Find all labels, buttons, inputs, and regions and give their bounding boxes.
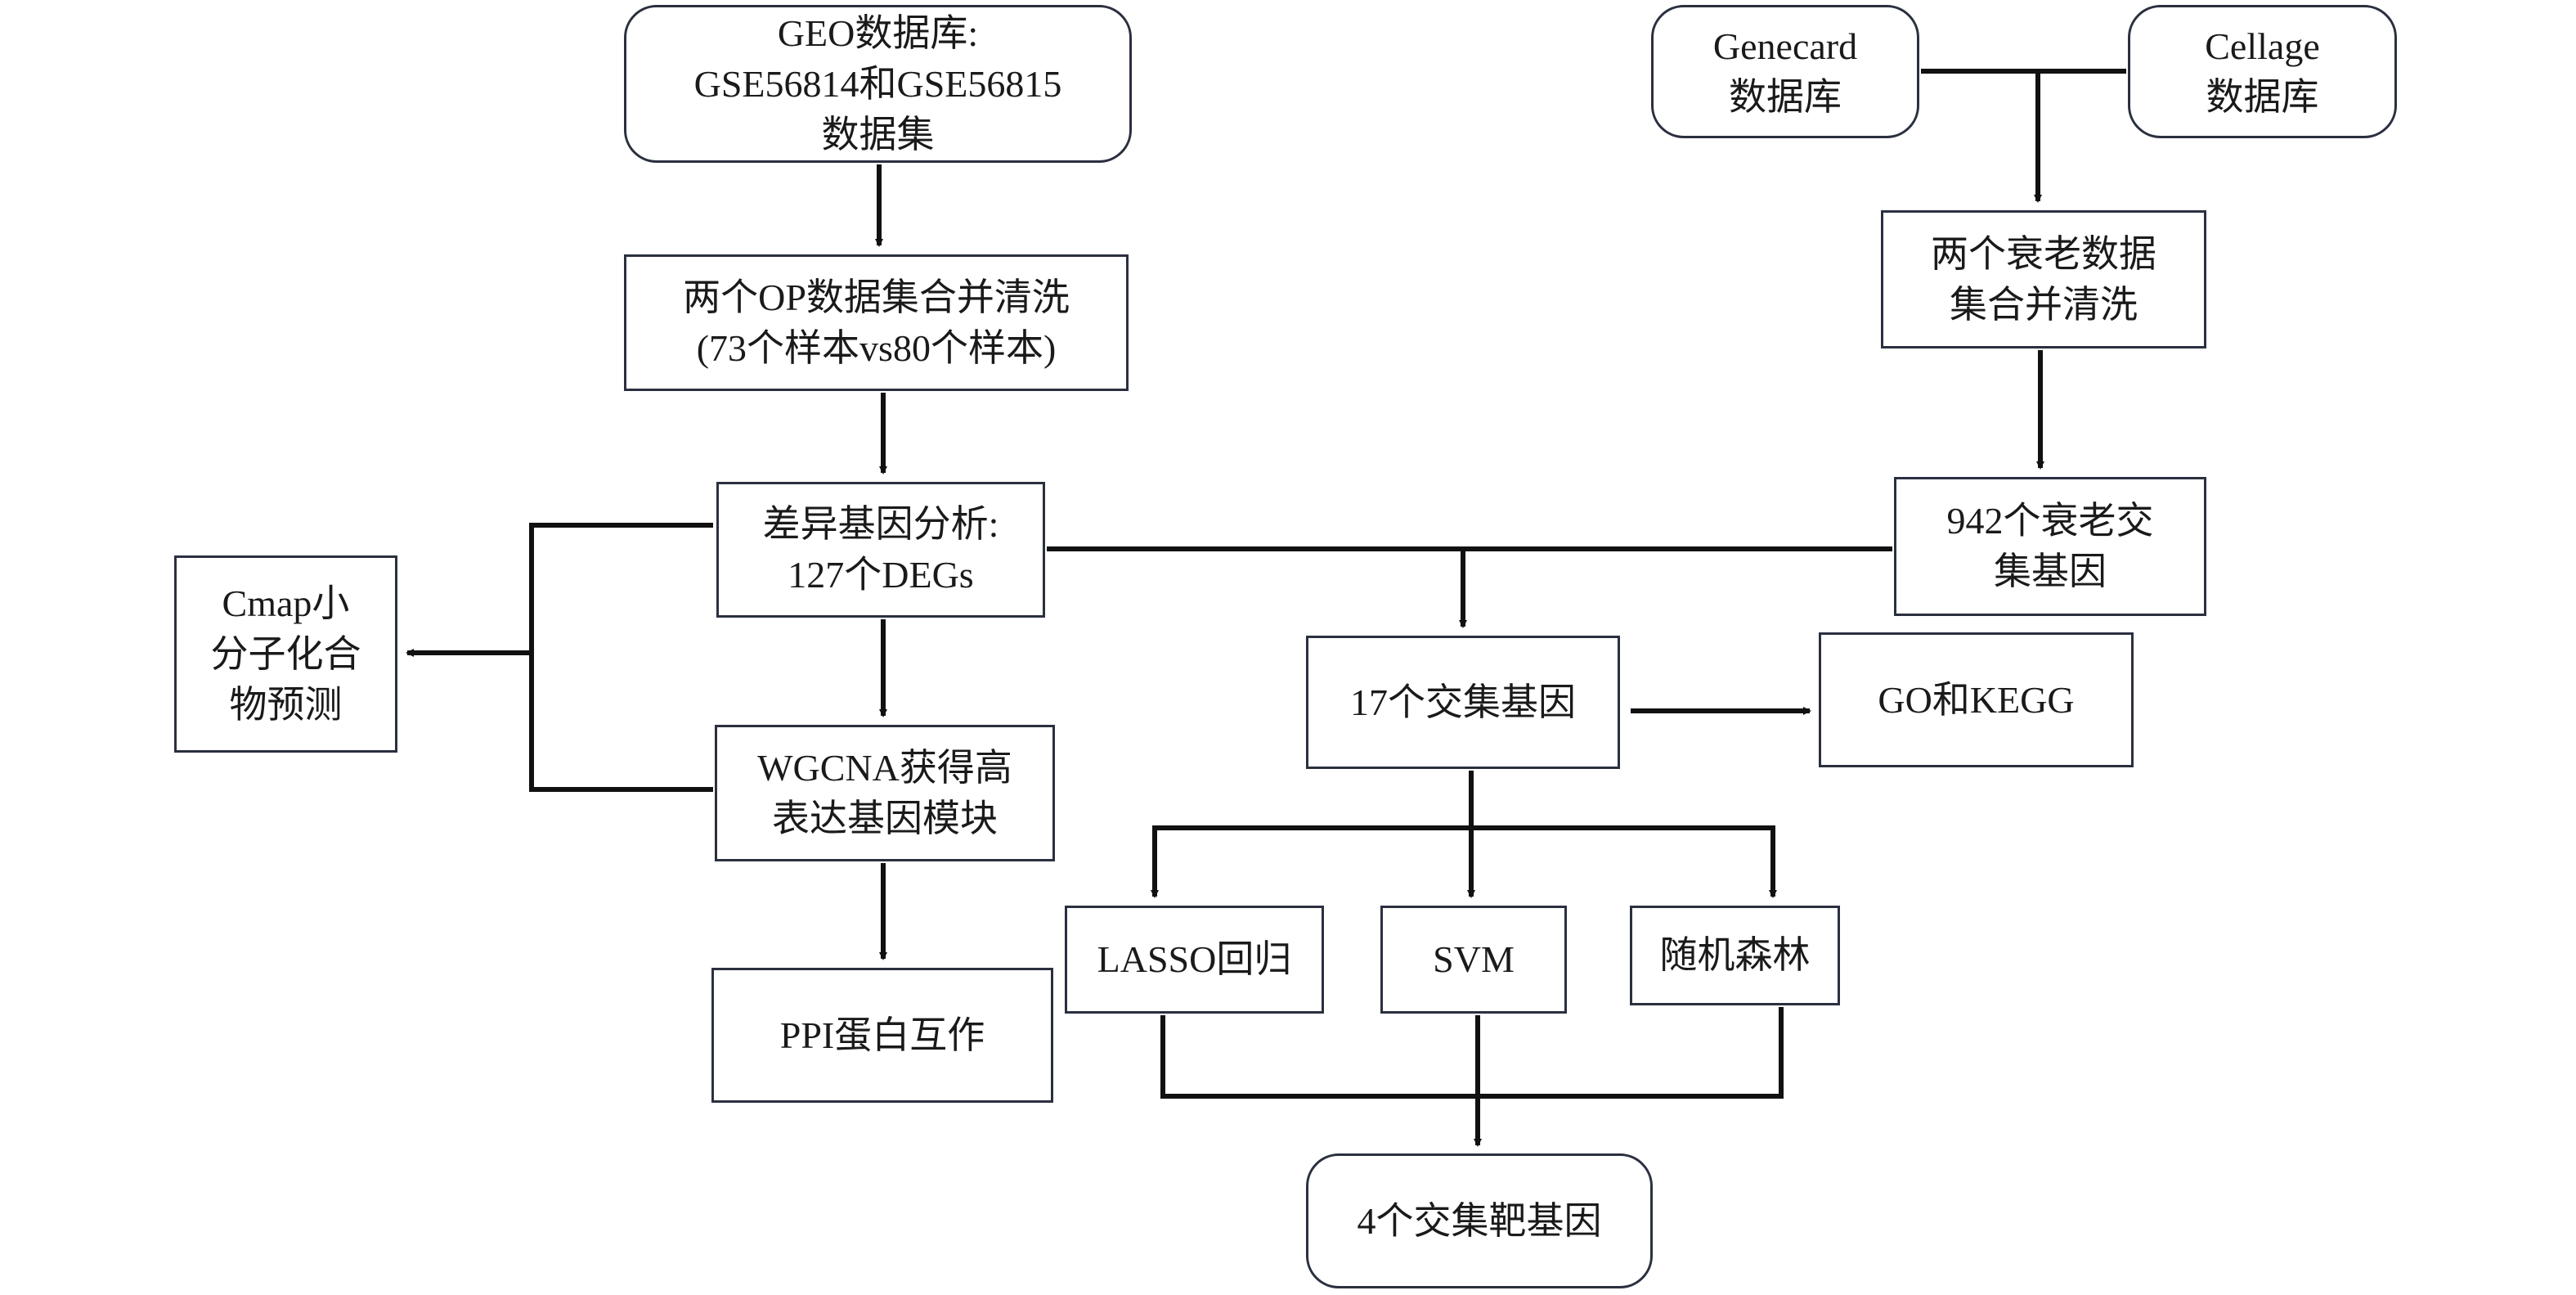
- node-geo-line: GEO数据库:: [777, 11, 979, 54]
- node-genecard-line: 数据库: [1729, 75, 1842, 118]
- node-deg: 差异基因分析: 127个DEGs: [716, 482, 1045, 618]
- node-wgcna: WGCNA获得高 表达基因模块: [715, 725, 1055, 861]
- branch-17-methods: [1152, 825, 1775, 897]
- node-target4-line: 4个交集靶基因: [1357, 1199, 1602, 1242]
- node-go-kegg: GO和KEGG: [1819, 632, 2134, 767]
- node-op-merge-line: (73个样本vs80个样本): [696, 326, 1057, 369]
- node-cellage-line: 数据库: [2206, 75, 2319, 118]
- node-cmap-line: Cmap小: [222, 582, 350, 624]
- node-random-forest: 随机森林: [1630, 906, 1840, 1005]
- node-ppi: PPI蛋白互作: [711, 968, 1053, 1103]
- node-go-kegg-line: GO和KEGG: [1878, 678, 2075, 721]
- node-aging-merge-line: 两个衰老数据: [1931, 232, 2156, 275]
- node-intersect17: 17个交集基因: [1306, 636, 1620, 769]
- node-svm-line: SVM: [1433, 938, 1515, 980]
- node-op-merge-line: 两个OP数据集合并清洗: [683, 276, 1070, 318]
- node-ppi-line: PPI蛋白互作: [779, 1014, 985, 1056]
- node-genecard: Genecard 数据库: [1651, 5, 1919, 138]
- node-op-merge: 两个OP数据集合并清洗 (73个样本vs80个样本): [624, 254, 1129, 391]
- node-cmap: Cmap小 分子化合 物预测: [174, 555, 397, 753]
- node-target4: 4个交集靶基因: [1306, 1153, 1653, 1288]
- node-aging-merge-line: 集合并清洗: [1950, 283, 2138, 326]
- merge-methods: [1160, 1007, 1784, 1099]
- node-svm: SVM: [1380, 906, 1567, 1014]
- node-wgcna-line: 表达基因模块: [772, 797, 998, 839]
- node-cmap-line: 物预测: [229, 683, 343, 726]
- node-deg-line: 127个DEGs: [788, 554, 974, 596]
- node-intersect17-line: 17个交集基因: [1350, 681, 1576, 723]
- node-aging-merge: 两个衰老数据 集合并清洗: [1881, 210, 2206, 348]
- node-aging-genes: 942个衰老交 集基因: [1894, 477, 2206, 616]
- node-geo: GEO数据库: GSE56814和GSE56815 数据集: [624, 5, 1132, 163]
- node-lasso: LASSO回归: [1065, 906, 1324, 1014]
- node-genecard-line: Genecard: [1712, 25, 1858, 67]
- bracket-to-cmap: [529, 523, 713, 792]
- node-aging-genes-line: 集基因: [1994, 551, 2107, 592]
- node-wgcna-line: WGCNA获得高: [757, 746, 1012, 789]
- node-deg-line: 差异基因分析:: [762, 503, 999, 545]
- node-cellage-line: Cellage: [2205, 25, 2320, 67]
- node-lasso-line: LASSO回归: [1097, 938, 1292, 980]
- node-random-forest-line: 随机森林: [1659, 934, 1811, 976]
- node-geo-line: 数据集: [821, 113, 935, 155]
- node-geo-line: GSE56814和GSE56815: [693, 62, 1062, 105]
- node-cellage: Cellage 数据库: [2128, 5, 2397, 138]
- node-cmap-line: 分子化合: [210, 632, 361, 675]
- node-aging-genes-line: 942个衰老交: [1946, 500, 2154, 542]
